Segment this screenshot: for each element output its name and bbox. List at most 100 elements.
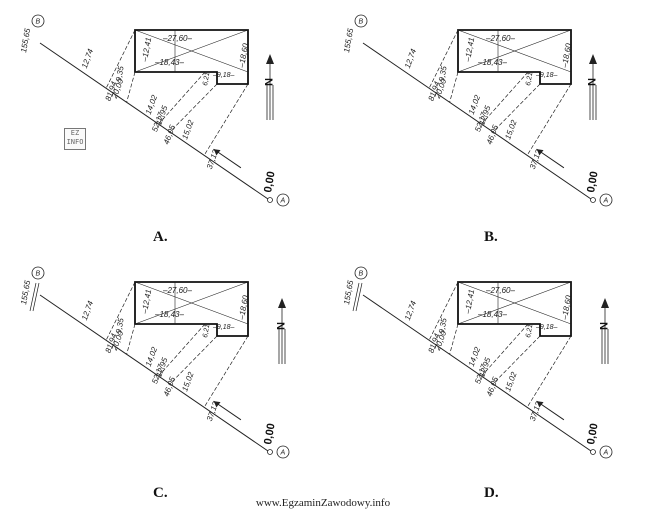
offset-line [126,323,136,355]
inner-width-label: –18,43– [154,310,184,319]
point-a-marker [599,445,613,459]
point-a-dot [267,197,273,203]
chainage-label-c8: 15,02 [180,370,195,392]
measure-line [362,42,592,200]
north-arrowhead [278,298,286,308]
point-a-label: A [280,198,286,205]
north-label: N [274,322,286,330]
option-a-panel[interactable]: B A 155,65 0,00 –27,60– –18,43– –9,18– –12,41 –1… [0,0,323,250]
chainage-label-c9: 37,12 [528,148,543,170]
notch-depth-label: 6,21 [525,324,534,339]
option-a-sketch: B A 155,65 0,00 –27,60– –18,43– –9,18– –12,41 –1… [19,14,290,245]
point-a-dot [267,449,273,455]
option-b-label: B. [484,229,498,245]
right-offset-label: –18,60 [237,42,250,69]
option-c-sketch: BA155,650,00–27,60––18,43––9,18––12,41–1… [19,266,290,501]
building-diagonal [457,29,572,73]
offset-line [492,335,541,385]
left-front-offset-label: 9,35 [114,65,126,82]
point-b-marker [31,14,45,28]
offset-line [169,335,218,385]
building-diagonal [457,281,572,325]
north-arrowhead [589,54,597,64]
right-offset-label: –18,60 [560,294,573,321]
option-c-label: C. [153,485,168,501]
chainage-label-c9: 37,12 [528,400,543,422]
notch-width-label: –9,18– [535,324,558,331]
option-a-label: A. [153,229,168,245]
left-front-offset-label: 9,35 [114,317,126,334]
line-length-label: 155,65 [342,279,355,305]
building-width-label: –27,60– [485,34,515,43]
chainage-label-c1: 12,74 [403,47,418,69]
line-length-label: 155,65 [19,279,32,305]
north-arrowhead [266,54,274,64]
building-width-label: –27,60– [162,34,192,43]
option-d-label: D. [484,485,499,501]
right-offset-label: –18,60 [560,42,573,69]
point-b-marker [354,14,368,28]
building-diagonal [134,29,249,73]
notch-width-label: –9,18– [212,324,235,331]
chainage-label-c8: 15,02 [503,370,518,392]
left-back-offset-label: –12,41 [463,37,476,64]
offset-line [428,281,459,341]
chainage-label-c9: 37,12 [205,400,220,422]
north-arrowhead [601,298,609,308]
offset-line [203,83,249,156]
chainage-label-c1: 12,74 [403,299,418,321]
offset-line [449,323,459,355]
notch-width-label: –9,18– [212,72,235,79]
inner-width-label: –18,43– [477,58,507,67]
zero-label: 0,00 [262,170,278,193]
offset-line [169,83,218,133]
direction-arrowhead [213,401,221,408]
inner-width-label: –18,43– [154,58,184,67]
point-a-marker [276,445,290,459]
notch-depth-label: 6,21 [202,72,211,87]
left-front-offset-label: 9,35 [437,317,449,334]
building-diagonal [134,281,249,325]
point-a-dot [590,449,596,455]
offset-line [105,281,136,341]
chainage-label-c1: 12,74 [80,299,95,321]
point-b-label: B [36,19,41,26]
point-a-dot [590,197,596,203]
chainage-label-c9: 37,12 [205,148,220,170]
offset-line [526,335,572,408]
left-back-offset-label: –12,41 [463,289,476,316]
chainage-label-c7: 46,05 [162,375,177,397]
notch-width-label: –9,18– [535,72,558,79]
measure-line [39,294,269,452]
chainage-label-c7: 46,05 [485,375,500,397]
line-length-label: 155,65 [342,27,355,53]
length-underline [32,282,40,312]
length-underline [352,282,360,312]
left-back-offset-label: –12,41 [140,37,153,64]
zero-label: 0,00 [262,422,278,445]
offset-line [126,71,136,103]
line-length-label: 155,65 [19,27,32,53]
inner-width-label: –18,43– [477,310,507,319]
option-d-sketch: B A 155,65 0,00 –27,60– –18,43– –9,18– –12,41 –1… [342,266,613,501]
chainage-label-c8: 15,02 [503,118,518,140]
length-underline [29,282,37,312]
building-width-label: –27,60– [485,286,515,295]
zero-label: 0,00 [585,422,601,445]
offset-line [105,29,136,89]
zero-label: 0,00 [585,170,601,193]
point-b-label: B [359,271,364,278]
notch-depth-label: 6,21 [202,324,211,339]
chainage-label-c7: 46,05 [485,123,500,145]
option-d-panel[interactable]: B A 155,65 0,00 –27,60– –18,43– –9,18– –12,41 –1… [323,252,646,502]
point-a-marker [276,193,290,207]
chainage-label-c1: 12,74 [80,47,95,69]
point-a-label: A [603,450,609,457]
offset-line [526,83,572,156]
chainage-label-c7: 46,05 [162,123,177,145]
watermark-logo: EZ INFO [64,128,86,150]
measure-line [39,42,269,200]
